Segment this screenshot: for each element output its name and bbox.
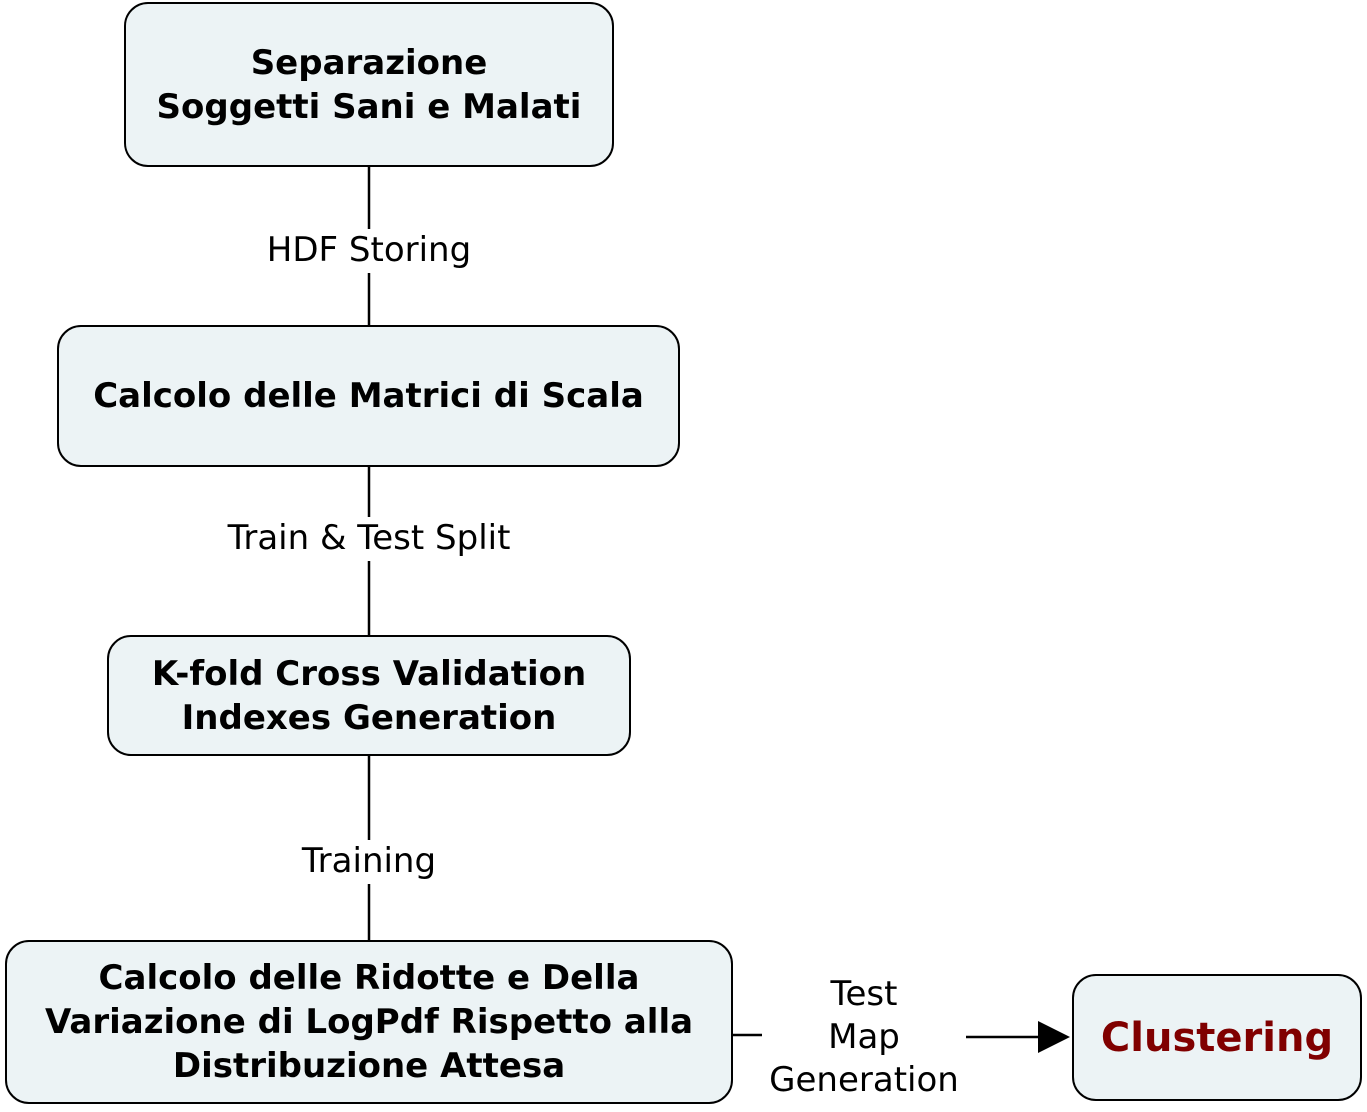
node-calcolo-ridotte: Calcolo delle Ridotte e Della Variazione… xyxy=(5,940,733,1104)
node-matrici-di-scala: Calcolo delle Matrici di Scala xyxy=(57,325,680,467)
arrowhead-clustering xyxy=(1038,1021,1070,1053)
node-kfold-cross-validation: K-fold Cross Validation Indexes Generati… xyxy=(107,635,631,756)
edge-label-test-map-generation: Test Map Generation xyxy=(762,973,966,1103)
node-clustering: Clustering xyxy=(1072,974,1362,1101)
edge-label-train-test-split: Train & Test Split xyxy=(200,517,538,561)
edge-label-training: Training xyxy=(284,840,454,884)
edge-label-hdf-storing: HDF Storing xyxy=(249,229,489,273)
node-separazione: Separazione Soggetti Sani e Malati xyxy=(124,2,614,167)
